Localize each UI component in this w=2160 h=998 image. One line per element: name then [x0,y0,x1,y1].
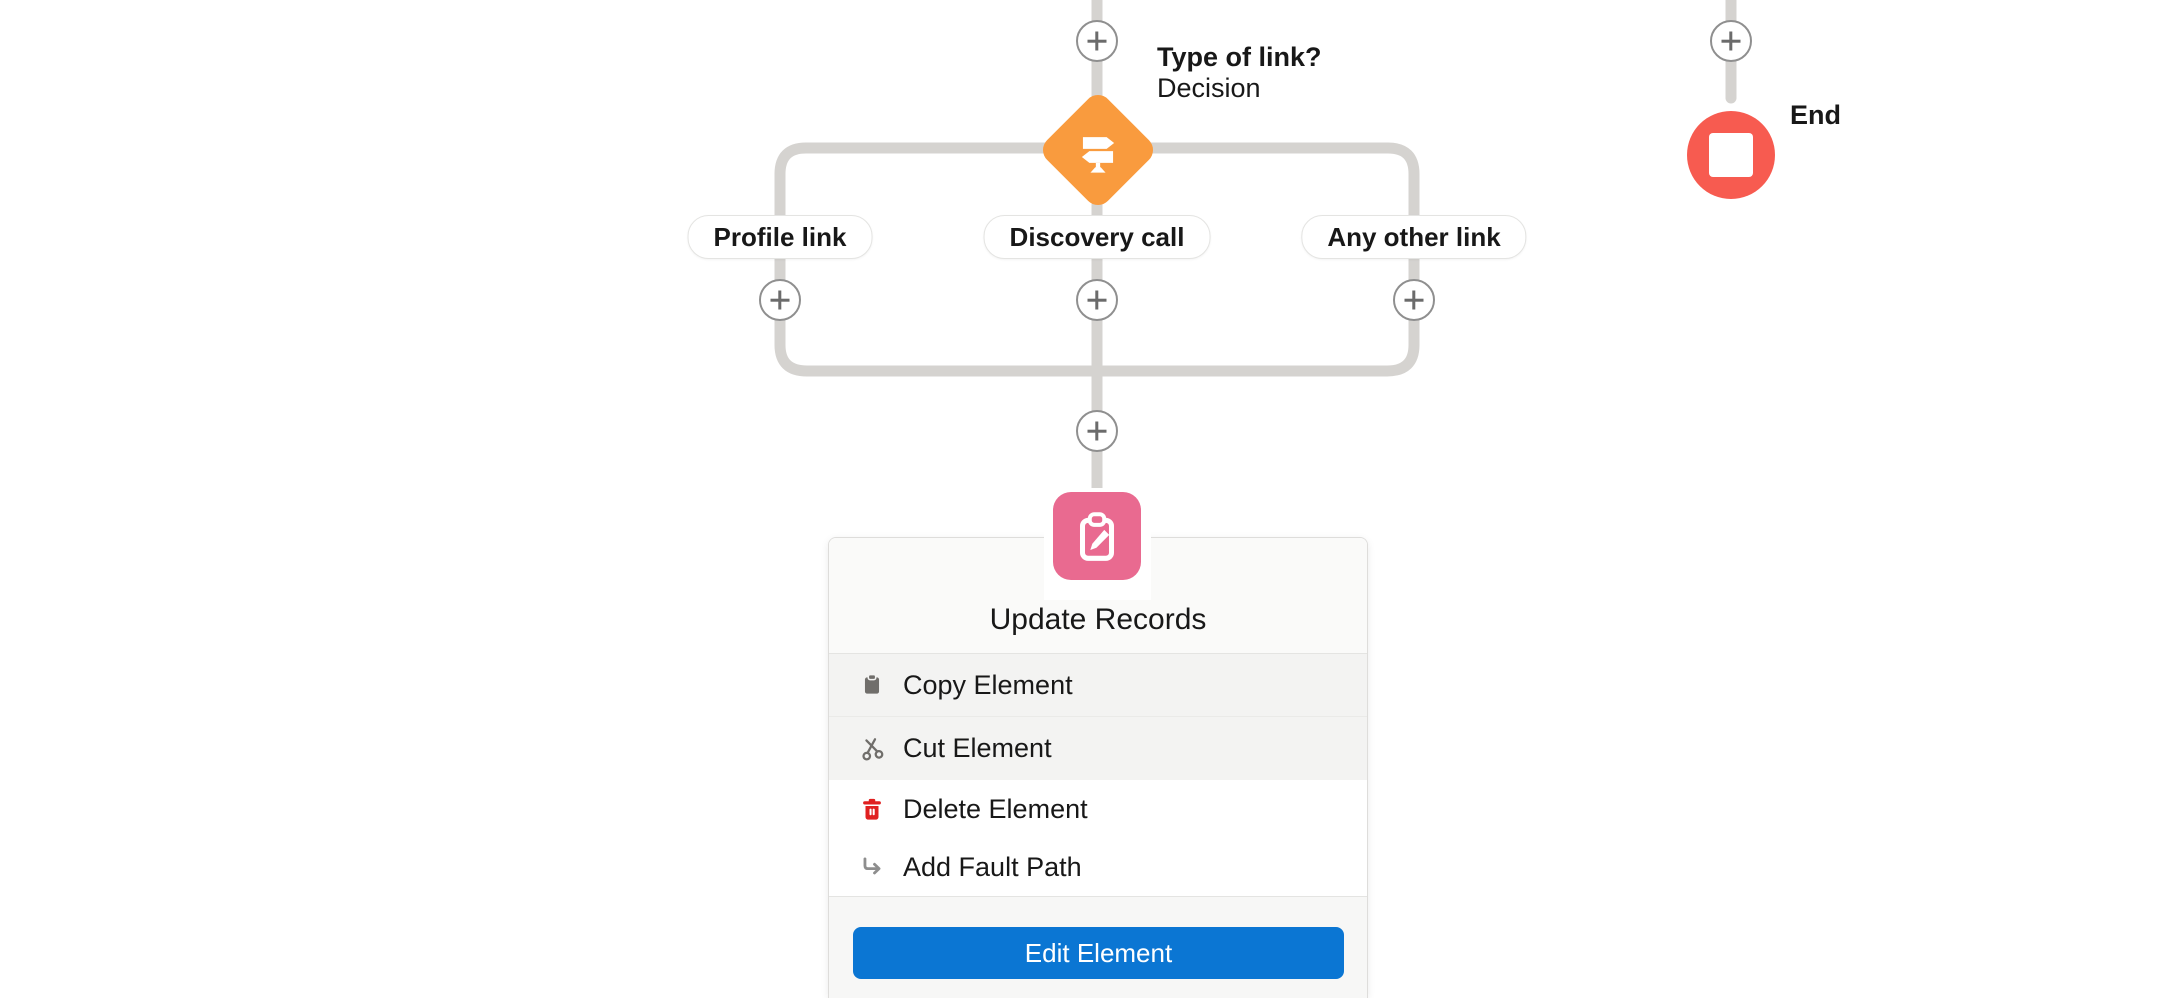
context-menu-title: Update Records [989,603,1207,636]
decision-node-title: Type of link? [1157,42,1322,72]
clipboard-icon [857,670,887,700]
menu-item-label: Add Fault Path [903,851,1082,882]
branch-label-any-other-link: Any other link [1301,215,1527,259]
menu-item-add-fault-path[interactable]: Add Fault Path [829,838,1367,896]
menu-item-copy-element[interactable]: Copy Element [829,654,1367,717]
end-node[interactable] [1687,111,1775,199]
branch-label-text: Profile link [713,221,847,252]
branch-label-text: Any other link [1327,221,1501,252]
element-context-menu: Update Records Copy Element [828,537,1368,998]
branch-label-text: Discovery call [1009,221,1185,252]
add-element-button-discovery-call-branch[interactable] [1076,279,1118,321]
add-element-button-any-other-link-branch[interactable] [1393,279,1435,321]
menu-item-label: Cut Element [903,733,1052,763]
menu-item-label: Copy Element [903,669,1073,700]
decision-node-label: Type of link? Decision [1157,42,1322,104]
branch-label-discovery-call: Discovery call [983,215,1211,259]
trash-icon [857,794,887,824]
add-element-button-before-end[interactable] [1710,20,1752,62]
fault-path-icon [857,852,887,882]
decision-node-subtitle: Decision [1157,73,1261,103]
add-element-button-profile-link-branch[interactable] [759,279,801,321]
context-menu-footer: Edit Element [829,896,1367,998]
record-update-icon [1079,512,1115,561]
add-element-button-after-merge[interactable] [1076,410,1118,452]
menu-item-label: Delete Element [903,793,1088,824]
menu-item-cut-element[interactable]: Cut Element [829,717,1367,780]
signpost-icon [1081,137,1115,173]
end-node-label: End [1790,100,1841,130]
decision-node[interactable] [1037,89,1159,211]
add-element-button-above-decision[interactable] [1076,20,1118,62]
update-records-node[interactable] [1053,492,1141,580]
branch-label-profile-link: Profile link [687,215,873,259]
edit-element-button[interactable]: Edit Element [853,927,1344,979]
end-square-icon [1709,133,1753,177]
scissors-icon [857,734,887,764]
menu-item-delete-element[interactable]: Delete Element [829,780,1367,838]
